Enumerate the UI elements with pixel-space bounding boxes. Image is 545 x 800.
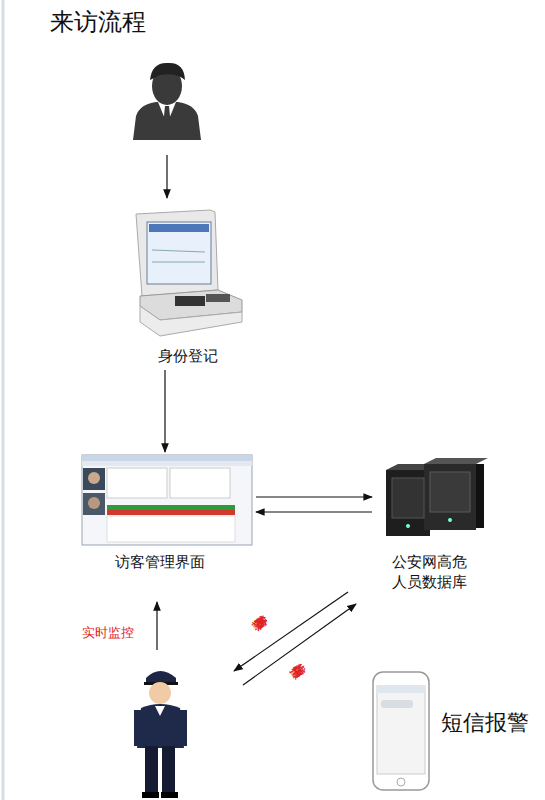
alert-arrows	[234, 592, 356, 685]
annotation-label: 发出短信报警	[303, 653, 318, 670]
flow-arrow	[164, 370, 165, 452]
page-edge	[2, 0, 5, 800]
node-label: 身份登记	[128, 346, 248, 366]
annotation-label: 危险人员预警	[265, 605, 280, 622]
visitor-icon	[133, 63, 201, 198]
kiosk-terminal	[136, 210, 242, 336]
node-label: 短信报警	[430, 708, 540, 738]
flow-arrow	[256, 511, 372, 512]
diagram-title: 来访流程	[50, 6, 146, 38]
flow-arrow	[256, 496, 372, 497]
server-towers	[386, 458, 488, 536]
diagram-node: 访客管理界面	[80, 452, 256, 576]
diagram-node: 公安网高危 人员数据库	[372, 458, 492, 596]
diagram-node: 身份登记	[128, 208, 248, 370]
diagram-node: 短信报警	[370, 668, 540, 794]
software-screenshot	[82, 455, 252, 545]
phone-icon	[373, 672, 429, 790]
guard-figure	[134, 602, 187, 798]
node-label: 访客管理界面	[80, 552, 240, 572]
node-label: 公安网高危 人员数据库	[387, 552, 471, 593]
annotation-label: 实时监控	[82, 624, 134, 642]
